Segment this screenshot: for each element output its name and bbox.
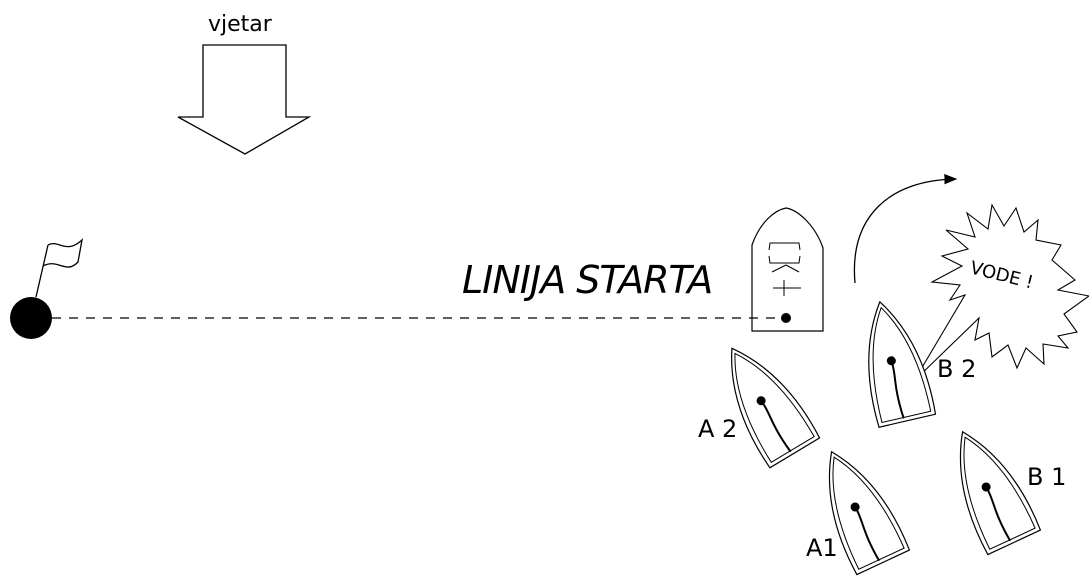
boat-a1-label: A1 (806, 534, 838, 562)
boat-b2 (868, 300, 937, 428)
boat-a1 (828, 450, 911, 576)
wind-arrow-icon (177, 44, 312, 155)
wind-label: vjetar (208, 12, 273, 37)
boat-a2-label: A 2 (698, 415, 737, 443)
boat-b1-label: B 1 (1027, 463, 1066, 491)
boat-b2-label: B 2 (937, 355, 976, 383)
boat-a2 (731, 347, 821, 469)
curved-arrow-icon (853, 173, 958, 284)
shout-text: VODE ! (968, 258, 1036, 294)
flag-icon (35, 238, 83, 298)
start-line-label: LINIJA STARTA (462, 258, 712, 302)
boat-b1 (959, 430, 1042, 556)
buoy-icon (10, 297, 52, 339)
committee-boat-icon (751, 207, 824, 332)
